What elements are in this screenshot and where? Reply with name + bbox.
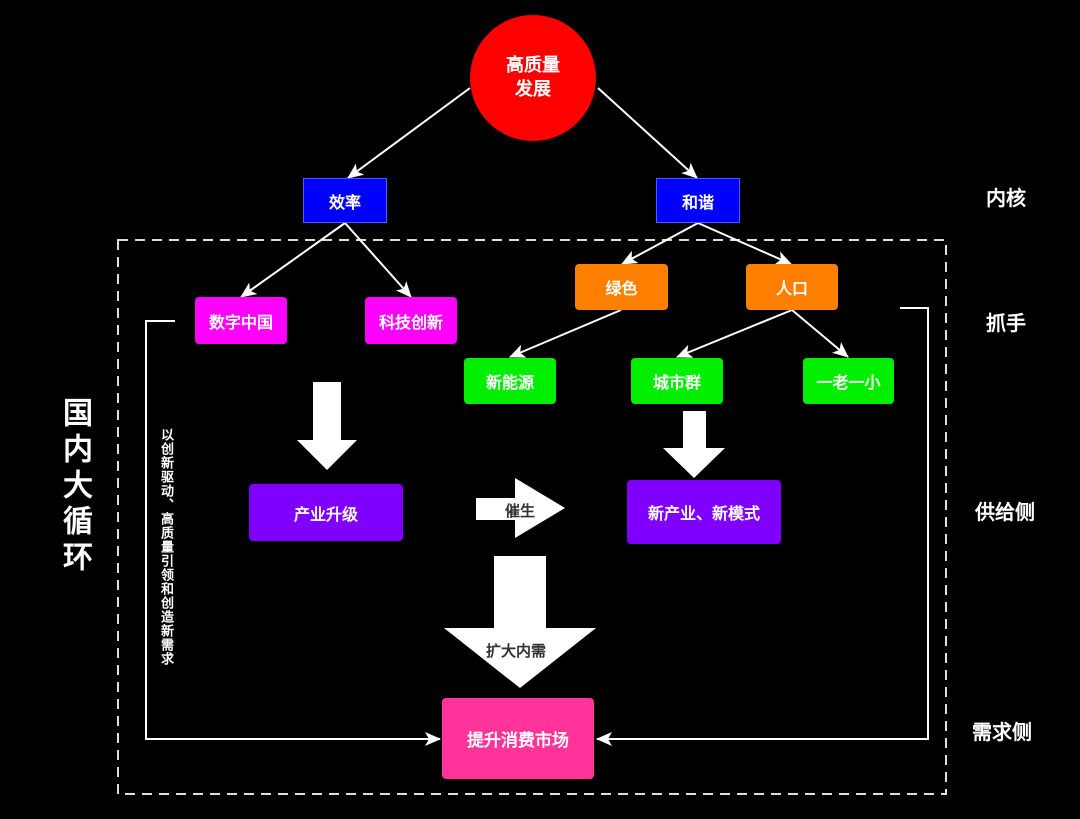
demand-consumer-market: 提升消费市场 bbox=[442, 698, 594, 779]
tech-innovation-label: 科技创新 bbox=[378, 312, 443, 332]
green-label: 绿色 bbox=[605, 279, 638, 298]
block-arrow-expand-demand bbox=[444, 556, 596, 688]
edge-root-harmony bbox=[597, 87, 698, 179]
side-label-supply: 供给侧 bbox=[975, 500, 1035, 524]
catalyze-label: 催生 bbox=[505, 502, 536, 520]
old-young-label: 一老一小 bbox=[816, 373, 881, 392]
side-label-core: 内核 bbox=[986, 186, 1026, 210]
handle-digital-china: 数字中国 bbox=[195, 297, 287, 344]
leaf-old-young: 一老一小 bbox=[803, 358, 894, 404]
edge-green-newenergy bbox=[509, 309, 622, 358]
edge-harmony-population bbox=[697, 222, 792, 265]
supply-industry-upgrade: 产业升级 bbox=[249, 484, 403, 541]
core-harmony: 和谐 bbox=[656, 178, 740, 223]
edge-harmony-green bbox=[621, 222, 699, 265]
root-node-high-quality-development: 高质量 发展 bbox=[470, 15, 596, 141]
handle-green: 绿色 bbox=[575, 264, 668, 310]
edge-population-oldyoung bbox=[791, 309, 849, 358]
leaf-new-energy: 新能源 bbox=[464, 358, 556, 404]
population-label: 人口 bbox=[775, 279, 808, 298]
core-efficiency: 效率 bbox=[303, 178, 387, 223]
city-cluster-label: 城市群 bbox=[652, 373, 701, 392]
block-arrow-down-left bbox=[297, 382, 357, 470]
left-feedback-line bbox=[145, 320, 441, 746]
supply-new-industry: 新产业、新模式 bbox=[627, 480, 781, 544]
block-arrow-down-right bbox=[663, 411, 725, 478]
left-note-innovation: 以创新驱动、高质量引领和创造新需求 bbox=[158, 428, 173, 666]
edge-root-efficiency bbox=[347, 87, 471, 179]
right-feedback-line bbox=[596, 307, 929, 746]
core-efficiency-label: 效率 bbox=[328, 192, 361, 212]
left-title-domestic-cycle: 国内大循环 bbox=[57, 397, 92, 577]
leaf-city-cluster: 城市群 bbox=[631, 358, 723, 404]
digital-china-label: 数字中国 bbox=[208, 312, 273, 332]
edge-population-city bbox=[676, 309, 793, 358]
block-arrow-catalyze bbox=[476, 478, 565, 538]
edge-efficiency-digital bbox=[240, 222, 346, 298]
root-line-2: 发展 bbox=[515, 79, 551, 100]
new-industry-label: 新产业、新模式 bbox=[647, 504, 760, 523]
side-label-handle: 抓手 bbox=[986, 311, 1026, 335]
new-energy-label: 新能源 bbox=[485, 373, 534, 392]
industry-upgrade-label: 产业升级 bbox=[293, 504, 358, 524]
root-line-1: 高质量 bbox=[506, 55, 560, 76]
core-harmony-label: 和谐 bbox=[681, 192, 714, 212]
edge-efficiency-tech bbox=[344, 222, 412, 298]
expand-demand-label: 扩大内需 bbox=[486, 642, 547, 660]
side-label-demand: 需求侧 bbox=[972, 720, 1032, 744]
handle-tech-innovation: 科技创新 bbox=[365, 297, 457, 344]
consumer-market-label: 提升消费市场 bbox=[467, 731, 569, 751]
handle-population: 人口 bbox=[746, 264, 838, 310]
domestic-cycle-boundary bbox=[117, 239, 947, 795]
